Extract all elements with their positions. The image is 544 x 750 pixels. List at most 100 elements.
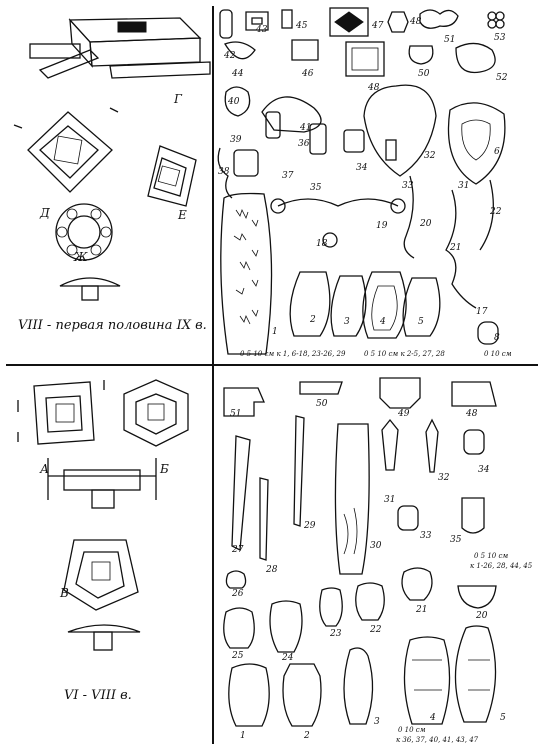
scale-lower-a: 0 5 10 см — [474, 552, 509, 560]
figure-number: 44 — [232, 69, 244, 79]
mound-plan-v — [63, 539, 139, 611]
pottery-vessels — [223, 567, 497, 727]
figure-number: 53 — [494, 33, 506, 43]
figure-number: 1 — [272, 327, 278, 337]
figure-number: 3 — [374, 717, 380, 727]
figure-number: 5 — [418, 317, 424, 327]
figure-number: 42 — [224, 51, 236, 61]
mound-section-lower — [67, 624, 141, 651]
figure-number: 34 — [478, 465, 490, 475]
scale-lower-d: к 36, 37, 40, 41, 43, 47 — [396, 736, 479, 744]
figure-number: 35 — [450, 535, 462, 545]
buckles-and-clasps — [217, 111, 397, 199]
section-letter-g: Г — [174, 92, 182, 106]
figure-number: 40 — [228, 97, 240, 107]
arrowheads-and-buckles — [381, 418, 485, 534]
figure-number: 43 — [256, 25, 268, 35]
horse-bit-and-stirrups — [270, 198, 441, 339]
figure-number: 17 — [476, 307, 488, 317]
figure-number: 6 — [494, 147, 500, 157]
upper-period-caption: VIII - первая половина IX в. — [18, 318, 207, 333]
figure-number: 48 — [466, 409, 478, 419]
vertical-divider — [212, 6, 214, 744]
mound-plan-zh — [55, 203, 113, 261]
figure-number: 20 — [476, 611, 488, 621]
figure-number: 22 — [490, 207, 502, 217]
scale-upper-a: 0 5 10 см к 1, 6-18, 23-26, 29 — [240, 350, 346, 358]
figure-number: 31 — [384, 495, 396, 505]
figure-number: 33 — [420, 531, 432, 541]
figure-number: 18 — [316, 239, 328, 249]
figure-number: 32 — [438, 473, 450, 483]
figure-number: 45 — [296, 21, 308, 31]
figure-number: 51 — [444, 35, 456, 45]
figure-number: 47 — [372, 21, 384, 31]
figure-number: 20 — [420, 219, 432, 229]
figure-number: 50 — [316, 399, 328, 409]
section-letter-v: В — [60, 586, 69, 600]
figure-number: 49 — [398, 409, 410, 419]
figure-number: 1 — [240, 731, 246, 741]
mound-plan-hex — [123, 379, 189, 447]
figure-number: 50 — [418, 69, 430, 79]
section-letter-d: Д — [40, 206, 50, 220]
scale-upper-c: 0 10 см — [484, 350, 512, 358]
figure-number: 4 — [430, 713, 436, 723]
mound-section-upper — [59, 277, 121, 301]
figure-number: 52 — [496, 73, 508, 83]
figure-number: 19 — [376, 221, 388, 231]
section-letter-zh: Ж — [74, 250, 88, 264]
figure-number: 35 — [310, 183, 322, 193]
figure-number: 3 — [344, 317, 350, 327]
mound-plan-e — [147, 145, 197, 207]
figure-number: 24 — [282, 653, 294, 663]
figure-number: 48 — [410, 17, 422, 27]
inscribed-stele — [220, 192, 273, 355]
mound-plan-d — [13, 107, 119, 193]
figure-number: 8 — [494, 333, 500, 343]
lower-period-caption: VI - VIII в. — [64, 688, 132, 703]
iron-rods — [403, 175, 499, 345]
figure-number: 23 — [330, 629, 342, 639]
figure-number: 33 — [402, 181, 414, 191]
figure-number: 21 — [450, 243, 462, 253]
figure-number: 41 — [300, 123, 312, 133]
figure-number: 46 — [302, 69, 314, 79]
mound-section-ab — [47, 458, 157, 509]
figure-number: 4 — [380, 317, 386, 327]
figure-number: 36 — [298, 139, 310, 149]
section-letter-b: Б — [160, 462, 169, 476]
figure-number: 26 — [232, 589, 244, 599]
figure-number: 21 — [416, 605, 428, 615]
section-letter-a: А — [40, 462, 50, 476]
figure-number: 38 — [218, 167, 230, 177]
appliques — [223, 377, 497, 417]
figure-number: 25 — [232, 651, 244, 661]
figure-number: 39 — [230, 135, 242, 145]
figure-number: 29 — [304, 521, 316, 531]
scale-lower-c: 0 10 см — [398, 726, 426, 734]
figure-number: 32 — [424, 151, 436, 161]
weapons — [231, 415, 370, 575]
section-letter-e: Е — [178, 208, 187, 222]
figure-number: 37 — [282, 171, 294, 181]
scale-lower-b: к 1-26, 28, 44, 45 — [470, 562, 533, 570]
figure-number: 34 — [356, 163, 368, 173]
belt-ornaments — [219, 7, 505, 77]
figure-number: 31 — [458, 181, 470, 191]
figure-number: 27 — [232, 545, 244, 555]
figure-number: 2 — [310, 315, 316, 325]
figure-number: 5 — [500, 713, 506, 723]
figure-number: 2 — [304, 731, 310, 741]
figure-number: 30 — [370, 541, 382, 551]
scale-upper-b: 0 5 10 см к 2-5, 27, 28 — [364, 350, 445, 358]
figure-number: 48 — [368, 83, 380, 93]
figure-number: 28 — [266, 565, 278, 575]
mound-plan-a — [17, 380, 105, 445]
ornamented-plaques — [224, 84, 506, 185]
horizontal-divider — [6, 364, 538, 366]
figure-number: 51 — [230, 409, 242, 419]
mound-perspective-drawing — [29, 17, 211, 79]
